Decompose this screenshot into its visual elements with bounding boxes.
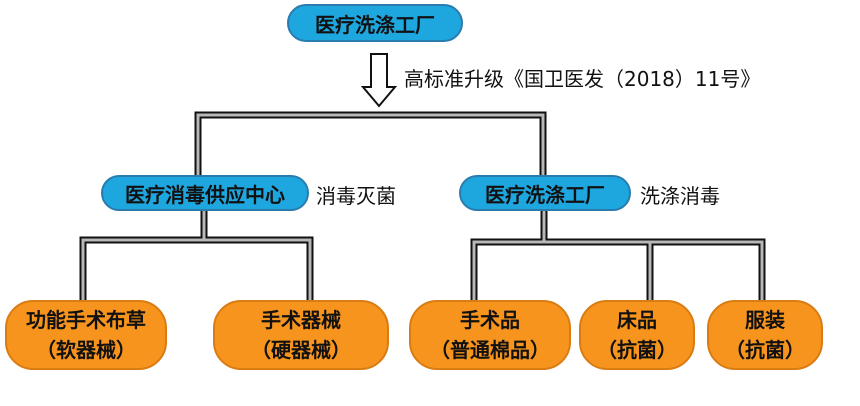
leaf-line1: 手术器械 [261, 308, 341, 332]
sterile-supply-label: 医疗消毒供应中心 [125, 182, 285, 207]
leaf-surgical-goods: 手术品 （普通棉品） [409, 300, 571, 370]
node-laundry-factory: 医疗洗涤工厂 [459, 175, 631, 211]
downward-arrow-icon [360, 53, 398, 108]
leaf-line2: （普通棉品） [430, 338, 550, 362]
right-branch-note: 洗涤消毒 [640, 184, 720, 208]
laundry-factory-label: 医疗洗涤工厂 [485, 182, 605, 207]
leaf-line1: 床品 [617, 308, 657, 332]
top-node-label: 医疗洗涤工厂 [315, 12, 435, 37]
right-connector [470, 208, 766, 305]
left-connector [79, 208, 314, 305]
left-branch-note: 消毒灭菌 [316, 184, 396, 208]
leaf-line2: （硬器械） [251, 338, 351, 362]
top-node-laundry-factory: 医疗洗涤工厂 [287, 4, 463, 42]
leaf-line1: 服装 [745, 308, 785, 332]
leaf-functional-drapes: 功能手术布草 （软器械） [5, 300, 167, 370]
leaf-garments: 服装 （抗菌） [707, 300, 823, 370]
leaf-line1: 功能手术布草 [26, 308, 146, 332]
upgrade-note: 高标准升级《国卫医发（2018）11号》 [404, 67, 761, 91]
leaf-line2: （抗菌） [597, 338, 677, 362]
leaf-line2: （抗菌） [725, 338, 805, 362]
leaf-surgical-instruments: 手术器械 （硬器械） [213, 300, 389, 370]
leaf-line2: （软器械） [36, 338, 136, 362]
upper-connector [194, 111, 547, 178]
node-sterile-supply-center: 医疗消毒供应中心 [101, 175, 309, 211]
leaf-line1: 手术品 [460, 308, 520, 332]
leaf-bedding: 床品 （抗菌） [579, 300, 695, 370]
upper-connector-inner [196, 113, 545, 178]
